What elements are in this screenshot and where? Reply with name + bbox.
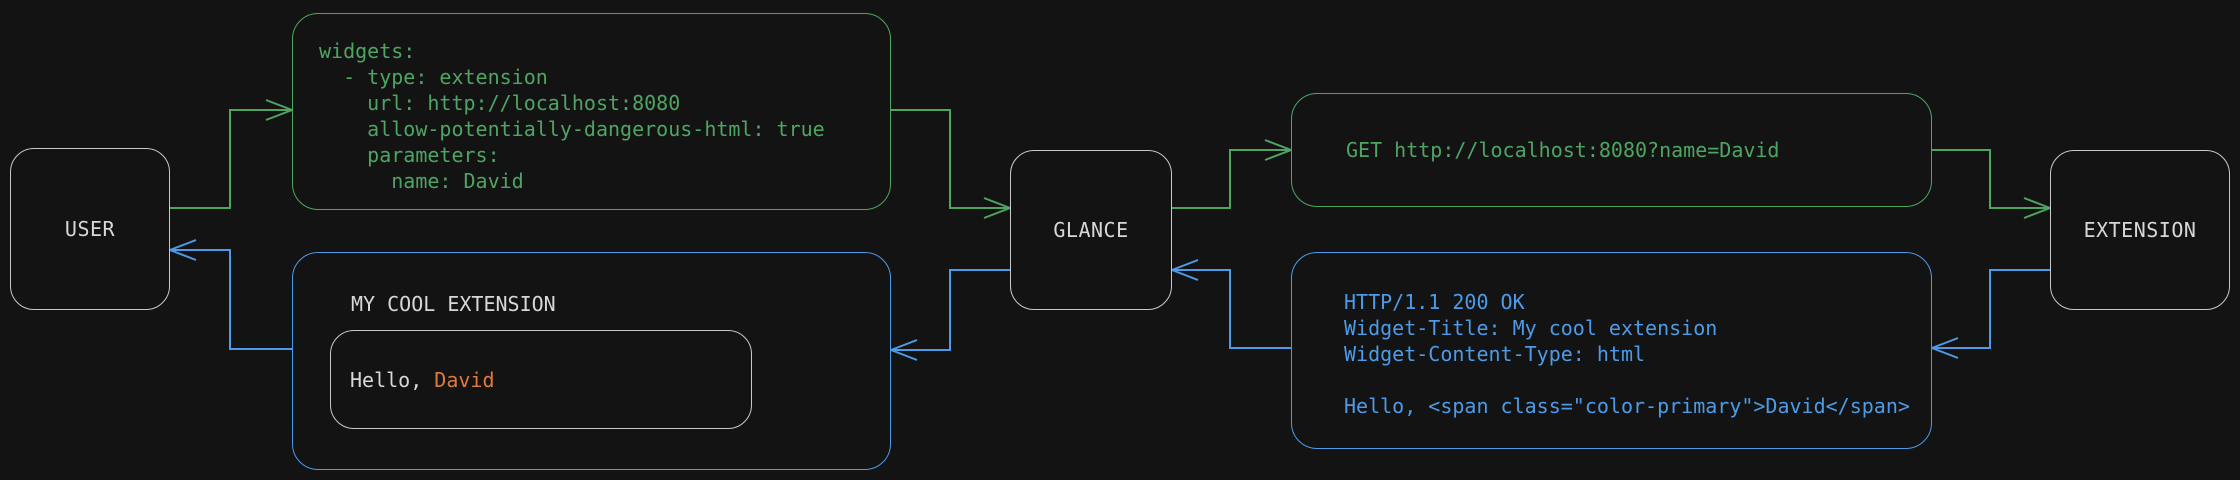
arrow-response-to-glance-line	[1174, 269, 1291, 349]
node-user-label: USER	[64, 217, 116, 241]
widget-greeting-box: Hello, David	[330, 330, 752, 429]
node-glance: GLANCE	[1010, 150, 1172, 310]
arrow-user-to-config-line	[170, 109, 290, 209]
arrow-request-to-extension-line	[1932, 149, 2048, 209]
node-user: USER	[10, 148, 170, 310]
arrow-widget-to-user-line	[172, 249, 292, 350]
arrow-config-to-glance-line	[891, 109, 1008, 209]
widget-greeting-name: David	[434, 367, 495, 392]
config-yaml-box: widgets: - type: extension url: http://l…	[292, 13, 891, 210]
arrow-glance-to-widget-line	[893, 269, 1010, 351]
widget-preview-title: MY COOL EXTENSION	[351, 292, 556, 316]
node-glance-label: GLANCE	[1053, 218, 1129, 242]
http-request-code: GET http://localhost:8080?name=David	[1346, 138, 1780, 162]
arrow-extension-to-response-head	[1929, 337, 1959, 359]
arrow-glance-to-widget-head	[888, 339, 918, 361]
node-extension-label: EXTENSION	[2083, 218, 2197, 242]
arrow-widget-to-user-head	[167, 239, 197, 261]
widget-preview-box: MY COOL EXTENSION Hello, David	[292, 252, 891, 470]
config-yaml-code: widgets: - type: extension url: http://l…	[319, 39, 825, 193]
http-response-code: HTTP/1.1 200 OK Widget-Title: My cool ex…	[1344, 290, 1910, 418]
arrow-glance-to-request-line	[1172, 149, 1289, 209]
widget-greeting-prefix: Hello,	[350, 367, 435, 392]
arrow-response-to-glance-head	[1169, 259, 1199, 281]
arrow-extension-to-response-line	[1934, 269, 2050, 349]
http-request-box: GET http://localhost:8080?name=David	[1291, 93, 1932, 207]
http-response-box: HTTP/1.1 200 OK Widget-Title: My cool ex…	[1291, 252, 1932, 449]
node-extension: EXTENSION	[2050, 150, 2230, 310]
